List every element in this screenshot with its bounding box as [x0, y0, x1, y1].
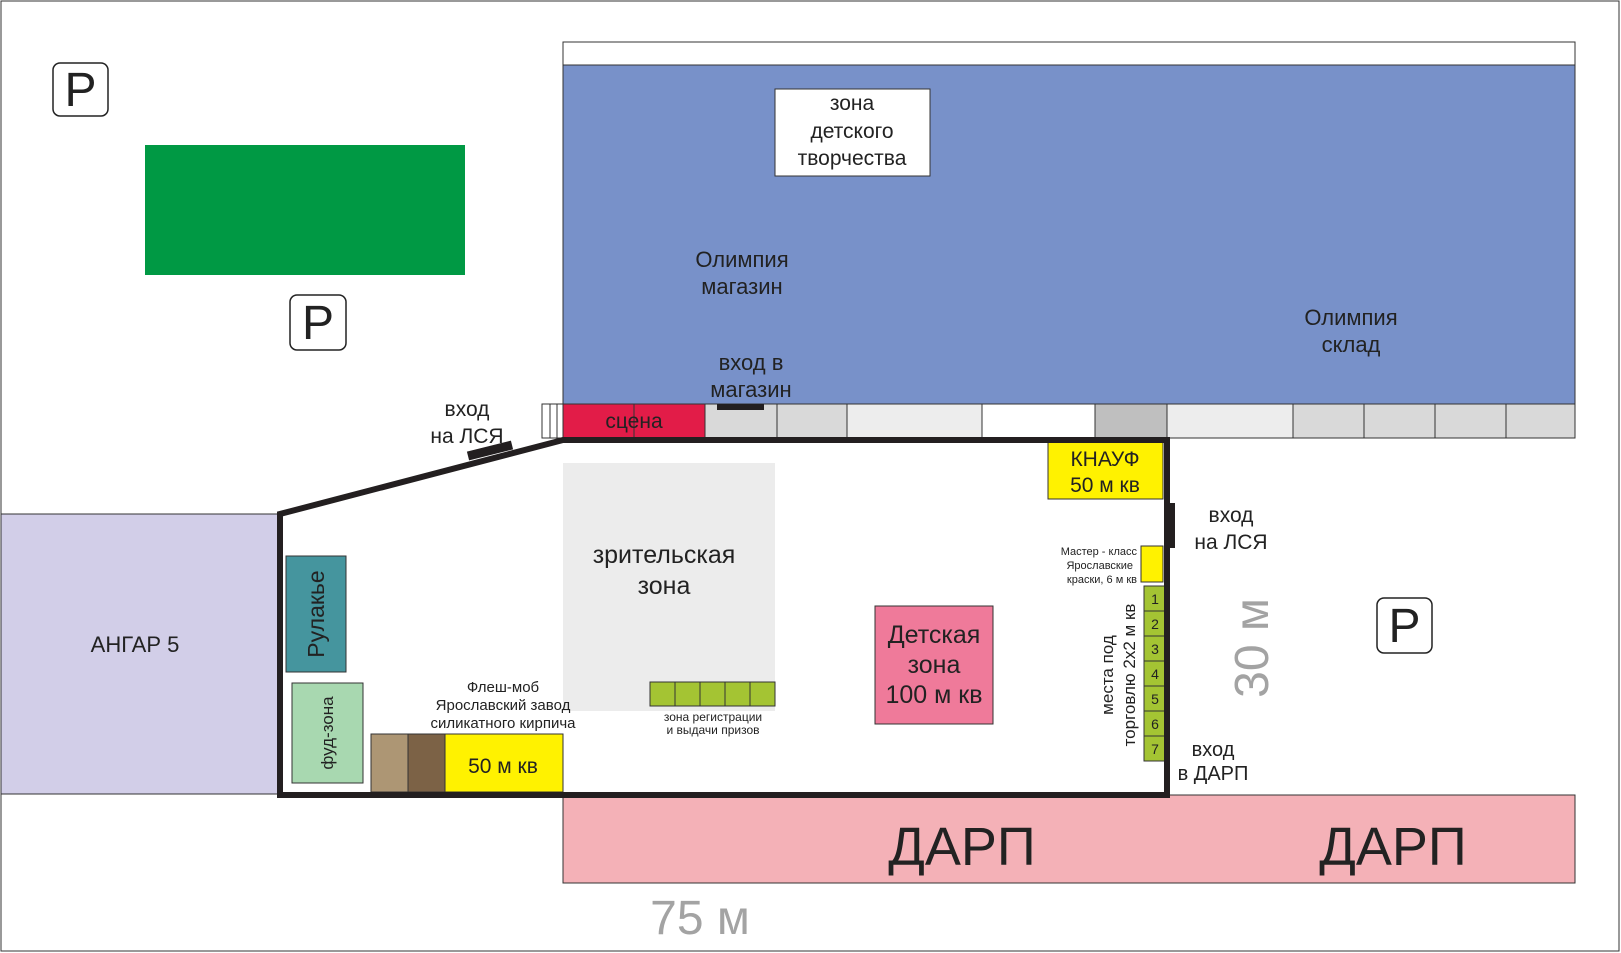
- master-class-label: Мастер - класс Ярославские краски, 6 м к…: [1061, 546, 1138, 586]
- registration-desks: [649, 681, 776, 707]
- svg-text:Ярославский завод: Ярославский завод: [436, 697, 571, 714]
- kids-zone: Детская зона 100 м кв: [874, 605, 994, 725]
- shop-entrance-label: вход в магазин: [710, 350, 791, 402]
- registration-label: зона регистрации и выдачи призов: [664, 710, 762, 737]
- svg-text:Олимпия: Олимпия: [695, 247, 788, 272]
- svg-text:Детская: Детская: [888, 621, 981, 649]
- svg-text:на ЛСЯ: на ЛСЯ: [1194, 531, 1267, 554]
- svg-text:магазин: магазин: [701, 274, 782, 299]
- svg-text:Мастер - класс: Мастер - класс: [1061, 546, 1138, 558]
- svg-text:4: 4: [1151, 666, 1159, 682]
- parking-sign-right: P: [1376, 597, 1433, 654]
- olimpia-building: [562, 64, 1576, 406]
- svg-text:1: 1: [1151, 591, 1159, 607]
- trade-spots-label: места под торговлю 2х2 м кв: [1098, 604, 1139, 747]
- svg-text:Флеш-моб: Флеш-моб: [467, 679, 539, 696]
- food-zone: фуд-зона: [291, 682, 364, 784]
- lsya-top-entrance-door: [466, 440, 514, 461]
- angar-5: АНГАР 5: [0, 513, 280, 795]
- svg-text:зона: зона: [830, 92, 875, 115]
- svg-text:P: P: [302, 297, 334, 350]
- parking-sign-middle: P: [289, 294, 347, 351]
- olimpia-warehouse-label: Олимпия склад: [1304, 305, 1397, 357]
- svg-text:и выдачи призов: и выдачи призов: [666, 723, 759, 737]
- trade-spot: 6: [1143, 710, 1167, 737]
- svg-text:зона: зона: [908, 651, 961, 679]
- parking-sign-top-left: P: [52, 62, 109, 117]
- svg-text:зрительская: зрительская: [593, 541, 736, 569]
- svg-text:склад: склад: [1322, 332, 1381, 357]
- width-dimension-label: 75 м: [650, 892, 750, 945]
- svg-text:Олимпия: Олимпия: [1304, 305, 1397, 330]
- svg-text:вход в: вход в: [719, 350, 784, 375]
- svg-text:ДАРП: ДАРП: [1319, 817, 1466, 877]
- svg-text:50 м кв: 50 м кв: [468, 755, 538, 778]
- svg-text:P: P: [64, 64, 96, 117]
- trade-spot: 4: [1143, 660, 1167, 687]
- svg-text:АНГАР 5: АНГАР 5: [91, 632, 180, 657]
- svg-text:сцена: сцена: [605, 410, 663, 433]
- svg-text:50 м кв: 50 м кв: [1070, 474, 1140, 497]
- lsya-right-entrance-label: вход на ЛСЯ: [1194, 504, 1267, 554]
- svg-text:P: P: [1388, 600, 1420, 653]
- svg-text:фуд-зона: фуд-зона: [318, 696, 337, 770]
- trade-spots: 1 2 3 4 5 6 7: [1143, 585, 1167, 762]
- trade-spot: 5: [1143, 685, 1167, 712]
- svg-text:творчества: творчества: [798, 147, 907, 170]
- svg-text:детского: детского: [810, 120, 893, 143]
- master-class-zone: [1140, 545, 1164, 583]
- kids-creativity-box: зона детского творчества: [774, 88, 931, 177]
- audience-zone: зрительская зона: [563, 463, 775, 711]
- svg-text:торговлю 2х2 м кв: торговлю 2х2 м кв: [1120, 604, 1139, 747]
- lsya-right-entrance-door: [1167, 503, 1175, 548]
- svg-text:КНАУФ: КНАУФ: [1070, 448, 1139, 471]
- svg-text:2: 2: [1151, 616, 1159, 632]
- olimpia-top-strip: [562, 41, 1576, 67]
- flashmob-area: 50 м кв: [370, 733, 564, 793]
- svg-text:зона: зона: [638, 572, 691, 600]
- svg-text:вход: вход: [1209, 504, 1254, 527]
- svg-text:6: 6: [1151, 716, 1159, 732]
- darp-entrance-label: вход в ДАРП: [1178, 739, 1249, 785]
- green-lot: [145, 145, 465, 275]
- olimpia-shop-label: Олимпия магазин: [695, 247, 788, 299]
- svg-text:вход: вход: [445, 398, 490, 421]
- svg-text:магазин: магазин: [710, 377, 791, 402]
- height-dimension-label: 30 м: [1226, 598, 1279, 698]
- svg-text:ДАРП: ДАРП: [888, 817, 1035, 877]
- stage: сцена: [562, 403, 706, 439]
- darp-building: ДАРП ДАРП: [562, 794, 1576, 884]
- svg-text:Ярославские: Ярославские: [1066, 560, 1133, 572]
- knauf-zone: КНАУФ 50 м кв: [1047, 440, 1164, 500]
- svg-text:на ЛСЯ: на ЛСЯ: [430, 425, 503, 448]
- svg-text:зона регистрации: зона регистрации: [664, 710, 762, 724]
- svg-text:3: 3: [1151, 641, 1159, 657]
- trade-spot: 7: [1143, 735, 1167, 762]
- trade-spot: 3: [1143, 635, 1167, 662]
- trade-spot: 2: [1143, 610, 1167, 637]
- svg-text:краски, 6 м кв: краски, 6 м кв: [1067, 574, 1137, 586]
- svg-text:5: 5: [1151, 691, 1159, 707]
- trade-spot: 1: [1143, 585, 1167, 612]
- svg-text:7: 7: [1151, 741, 1159, 757]
- darp-entrance-door: [1165, 780, 1170, 798]
- lsya-top-entrance-label: вход на ЛСЯ: [430, 398, 503, 448]
- svg-text:Рулакье: Рулакье: [303, 570, 329, 657]
- rulakye-zone: Рулакье: [285, 555, 347, 673]
- svg-text:места под: места под: [1098, 635, 1117, 715]
- svg-text:силикатного кирпича: силикатного кирпича: [430, 715, 576, 732]
- shop-entrance-door: [717, 404, 764, 410]
- svg-text:в ДАРП: в ДАРП: [1178, 763, 1249, 785]
- flashmob-label: Флеш-моб Ярославский завод силикатного к…: [430, 679, 576, 732]
- svg-text:100 м кв: 100 м кв: [885, 681, 982, 709]
- event-area-wall: [277, 437, 1170, 798]
- svg-text:вход: вход: [1192, 739, 1235, 761]
